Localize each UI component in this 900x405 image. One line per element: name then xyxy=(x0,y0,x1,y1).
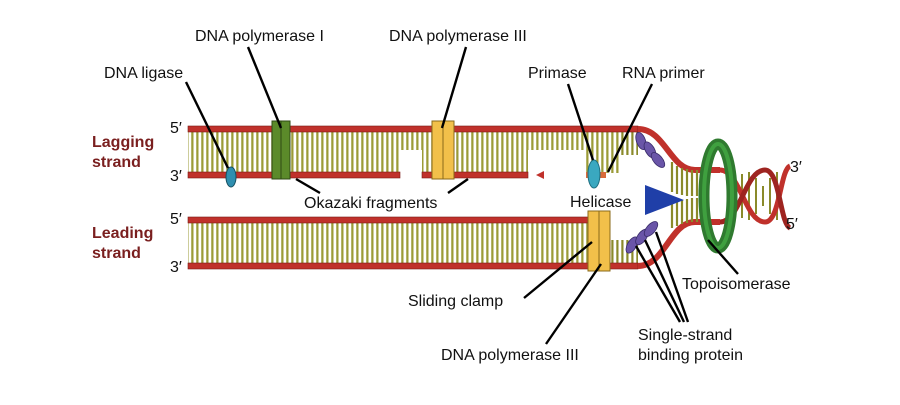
label-dna-ligase: DNA ligase xyxy=(104,65,183,82)
end-right-3prime: 3′ xyxy=(790,159,802,176)
lagging-gap-2 xyxy=(528,150,586,174)
label-dna-polymerase-i: DNA polymerase I xyxy=(195,28,324,45)
primase-shape xyxy=(587,159,601,189)
end-leading-5prime: 5′ xyxy=(170,211,182,228)
dna-polymerase-iii-top-shape xyxy=(431,120,455,180)
helicase-shape xyxy=(645,185,684,215)
topoisomerase-ring xyxy=(698,138,738,254)
label-dna-polymerase-iii-bottom: DNA polymerase III xyxy=(441,347,579,364)
leading-top-backbone xyxy=(187,216,599,224)
leading-bottom-backbone xyxy=(187,262,639,270)
end-lagging-3prime: 3′ xyxy=(170,168,182,185)
leading-strand-label-line2: strand xyxy=(92,245,141,262)
okazaki-arrow-3 xyxy=(536,171,544,179)
label-okazaki-fragments: Okazaki fragments xyxy=(304,195,437,212)
end-leading-3prime: 3′ xyxy=(170,259,182,276)
dna-polymerase-iii-bottom-shape xyxy=(587,210,611,272)
label-rna-primer: RNA primer xyxy=(622,65,705,82)
dna-polymerase-i-shape xyxy=(271,120,291,180)
leading-base-pairs xyxy=(188,222,598,264)
single-strand-binding-proteins xyxy=(625,132,666,254)
end-lagging-5prime: 5′ xyxy=(170,120,182,137)
lagging-strand-label-line2: strand xyxy=(92,154,141,171)
label-dna-polymerase-iii-top: DNA polymerase III xyxy=(389,28,527,45)
label-ssb-line1: Single-strand xyxy=(638,327,732,344)
label-ssb-line2: binding protein xyxy=(638,347,743,364)
label-primase: Primase xyxy=(528,65,587,82)
lagging-strand-label-line1: Lagging xyxy=(92,134,154,151)
label-helicase: Helicase xyxy=(570,194,631,211)
leading-strand-label-line1: Leading xyxy=(92,225,153,242)
lagging-top-backbone xyxy=(187,125,639,133)
end-right-5prime: 5′ xyxy=(786,216,798,233)
lagging-bottom-backbone-2 xyxy=(421,171,529,179)
leader-lines xyxy=(184,46,739,345)
fork-upper-backbone xyxy=(637,126,720,173)
dna-ligase-shape xyxy=(225,166,237,188)
label-sliding-clamp: Sliding clamp xyxy=(408,293,503,310)
lagging-bottom-backbone-1 xyxy=(187,171,401,179)
label-topoisomerase: Topoisomerase xyxy=(682,276,791,293)
lagging-strand-duplex xyxy=(187,125,639,179)
lagging-gap-1 xyxy=(400,150,422,174)
